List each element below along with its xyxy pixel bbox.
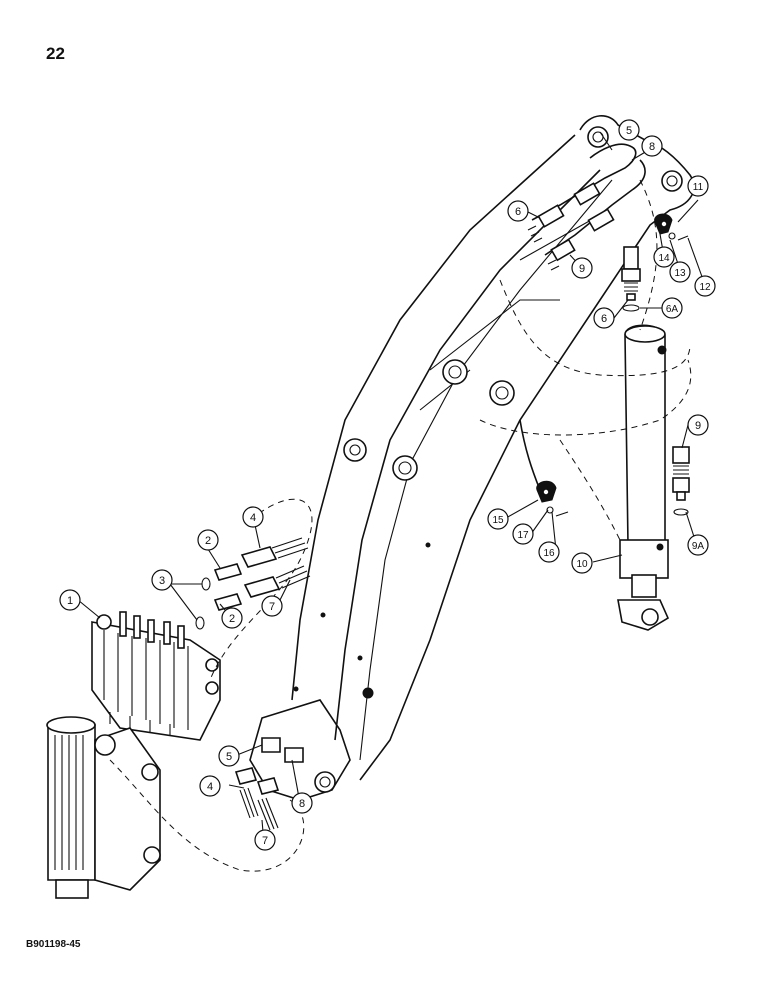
callout-c6A: 6A xyxy=(661,297,683,319)
callout-label: 8 xyxy=(299,798,305,810)
hydraulic-cylinder xyxy=(617,324,670,631)
callout-circle xyxy=(59,589,81,611)
callout-label: 12 xyxy=(699,282,711,293)
callout-c14: 14 xyxy=(653,246,675,268)
routing-lines xyxy=(109,179,692,872)
callout-label: 16 xyxy=(543,548,555,559)
boom-arm xyxy=(249,115,695,801)
callout-circle xyxy=(218,745,240,767)
callout-circle xyxy=(571,257,593,279)
callout-c11: 11 xyxy=(687,175,709,197)
clamp-15 xyxy=(536,480,569,517)
callout-label: 8 xyxy=(649,141,655,153)
callout-c15: 15 xyxy=(487,508,509,530)
callout-c9A: 9A xyxy=(687,534,709,556)
callout-circle xyxy=(242,506,264,528)
callout-c16: 16 xyxy=(538,541,560,563)
callout-c7b: 7 xyxy=(254,829,276,851)
callout-label: 7 xyxy=(269,601,275,613)
callout-circle xyxy=(261,595,283,617)
callout-label: 4 xyxy=(207,781,213,793)
callout-label: 6A xyxy=(666,304,679,315)
callout-label: 3 xyxy=(159,575,165,587)
callout-circle xyxy=(618,119,640,141)
fitting-9-right xyxy=(672,446,690,516)
callout-c5b: 5 xyxy=(218,745,240,767)
callout-circle xyxy=(661,297,683,319)
callout-c7a: 7 xyxy=(261,595,283,617)
callout-c9a: 9 xyxy=(571,257,593,279)
callout-label: 5 xyxy=(226,751,232,763)
callout-label: 15 xyxy=(492,515,504,526)
callout-circle xyxy=(593,307,615,329)
callout-circle xyxy=(687,414,709,436)
callout-c8b: 8 xyxy=(291,792,313,814)
callout-label: 5 xyxy=(626,125,632,137)
callout-circle xyxy=(512,523,534,545)
drawing-code: B901198-45 xyxy=(26,939,81,950)
callout-c1: 1 xyxy=(59,589,81,611)
page-number: 22 xyxy=(46,44,65,63)
callout-label: 6 xyxy=(601,313,607,325)
callout-c5a: 5 xyxy=(618,119,640,141)
callout-circle xyxy=(199,775,221,797)
callout-c13: 13 xyxy=(669,261,691,283)
callout-label: 13 xyxy=(674,268,686,279)
callout-c12: 12 xyxy=(694,275,716,297)
callout-circle xyxy=(641,135,663,157)
callout-label: 6 xyxy=(515,206,521,218)
callout-circle xyxy=(687,534,709,556)
fittings-left xyxy=(195,537,311,630)
callout-c4b: 4 xyxy=(199,775,221,797)
callout-label: 9A xyxy=(692,541,705,552)
fitting-6-upper xyxy=(621,246,641,312)
callout-label: 17 xyxy=(517,530,529,541)
callout-c4a: 4 xyxy=(242,506,264,528)
callout-circle xyxy=(291,792,313,814)
callout-label: 7 xyxy=(262,835,268,847)
callout-c2a: 2 xyxy=(197,529,219,551)
callout-circle xyxy=(687,175,709,197)
callout-circle xyxy=(197,529,219,551)
callout-circle xyxy=(538,541,560,563)
swing-tower xyxy=(46,716,161,899)
callout-c17: 17 xyxy=(512,523,534,545)
fittings-lower xyxy=(234,737,304,831)
callout-label: 11 xyxy=(693,182,704,193)
callout-label: 14 xyxy=(658,253,670,264)
callout-circle xyxy=(507,200,529,222)
callout-label: 2 xyxy=(205,535,211,547)
upper-hoses xyxy=(527,143,646,271)
callout-c8a: 8 xyxy=(641,135,663,157)
callout-label: 1 xyxy=(67,595,73,607)
callout-circle xyxy=(653,246,675,268)
callout-circle xyxy=(669,261,691,283)
clamp-11 xyxy=(654,213,689,241)
callout-circle xyxy=(487,508,509,530)
callout-label: 9 xyxy=(579,263,585,275)
callout-label: 4 xyxy=(250,512,256,524)
callout-label: 9 xyxy=(695,420,701,432)
callout-c6a: 6 xyxy=(507,200,529,222)
callout-circle xyxy=(221,607,243,629)
callout-c3: 3 xyxy=(151,569,173,591)
callout-c10: 10 xyxy=(571,552,593,574)
control-valve xyxy=(91,611,221,741)
callout-circle xyxy=(151,569,173,591)
callout-circle xyxy=(571,552,593,574)
callout-circle xyxy=(694,275,716,297)
callout-c9b: 9 xyxy=(687,414,709,436)
callout-c6b: 6 xyxy=(593,307,615,329)
callout-label: 10 xyxy=(576,559,588,570)
callout-circle xyxy=(254,829,276,851)
callout-label: 2 xyxy=(229,613,235,625)
callout-c2b: 2 xyxy=(221,607,243,629)
